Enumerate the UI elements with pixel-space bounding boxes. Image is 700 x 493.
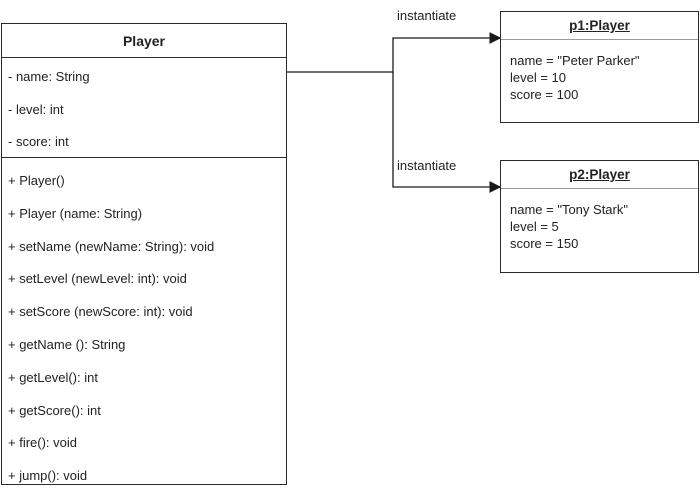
operation-get-score: + getScore(): int xyxy=(8,402,101,418)
object-field-name: name = "Peter Parker" xyxy=(510,53,640,68)
instantiate-edge-p1 xyxy=(287,32,502,73)
operations-section: + Player() + Player (name: String) + set… xyxy=(2,158,286,493)
attribute-name: - name: String xyxy=(8,69,90,84)
operation-set-level: + setLevel (newLevel: int): void xyxy=(8,271,187,287)
edge-label-instantiate-p2: instantiate xyxy=(397,158,457,173)
object-title-p1: p1:Player xyxy=(501,12,698,40)
operation-jump: + jump(): void xyxy=(8,468,88,484)
instantiate-edge-p2 xyxy=(392,72,502,193)
object-field-level: level = 10 xyxy=(510,70,567,85)
attribute-level: - level: int xyxy=(8,101,64,117)
object-field-name: name = "Tony Stark" xyxy=(510,202,628,217)
edge-label-instantiate-p1: instantiate xyxy=(397,8,457,23)
object-title-p2: p2:Player xyxy=(501,161,698,189)
object-fields-p2: name = "Tony Stark" level = 5 score = 15… xyxy=(501,189,698,252)
operation-fire: + fire(): void xyxy=(8,435,77,451)
object-field-score: score = 150 xyxy=(510,236,579,251)
operation-set-score: + setScore (newScore: int): void xyxy=(8,304,193,320)
class-name: Player xyxy=(2,24,286,58)
object-box-p2: p2:Player name = "Tony Stark" level = 5 … xyxy=(500,160,699,273)
attribute-score: - score: int xyxy=(8,134,69,150)
object-fields-p1: name = "Peter Parker" level = 10 score =… xyxy=(501,40,698,103)
operation-get-level: + getLevel(): int xyxy=(8,369,98,385)
operation-get-name: + getName (): String xyxy=(8,336,126,352)
player-class-box: Player - name: String - level: int - sco… xyxy=(1,23,287,485)
operation-set-name: + setName (newName: String): void xyxy=(8,238,215,254)
object-field-level: level = 5 xyxy=(510,219,559,234)
operation-player-constructor: + Player() xyxy=(8,173,65,188)
attributes-section: - name: String - level: int - score: int xyxy=(2,58,286,158)
object-field-score: score = 100 xyxy=(510,87,579,102)
object-box-p1: p1:Player name = "Peter Parker" level = … xyxy=(500,11,699,123)
operation-player-constructor-name: + Player (name: String) xyxy=(8,205,143,221)
